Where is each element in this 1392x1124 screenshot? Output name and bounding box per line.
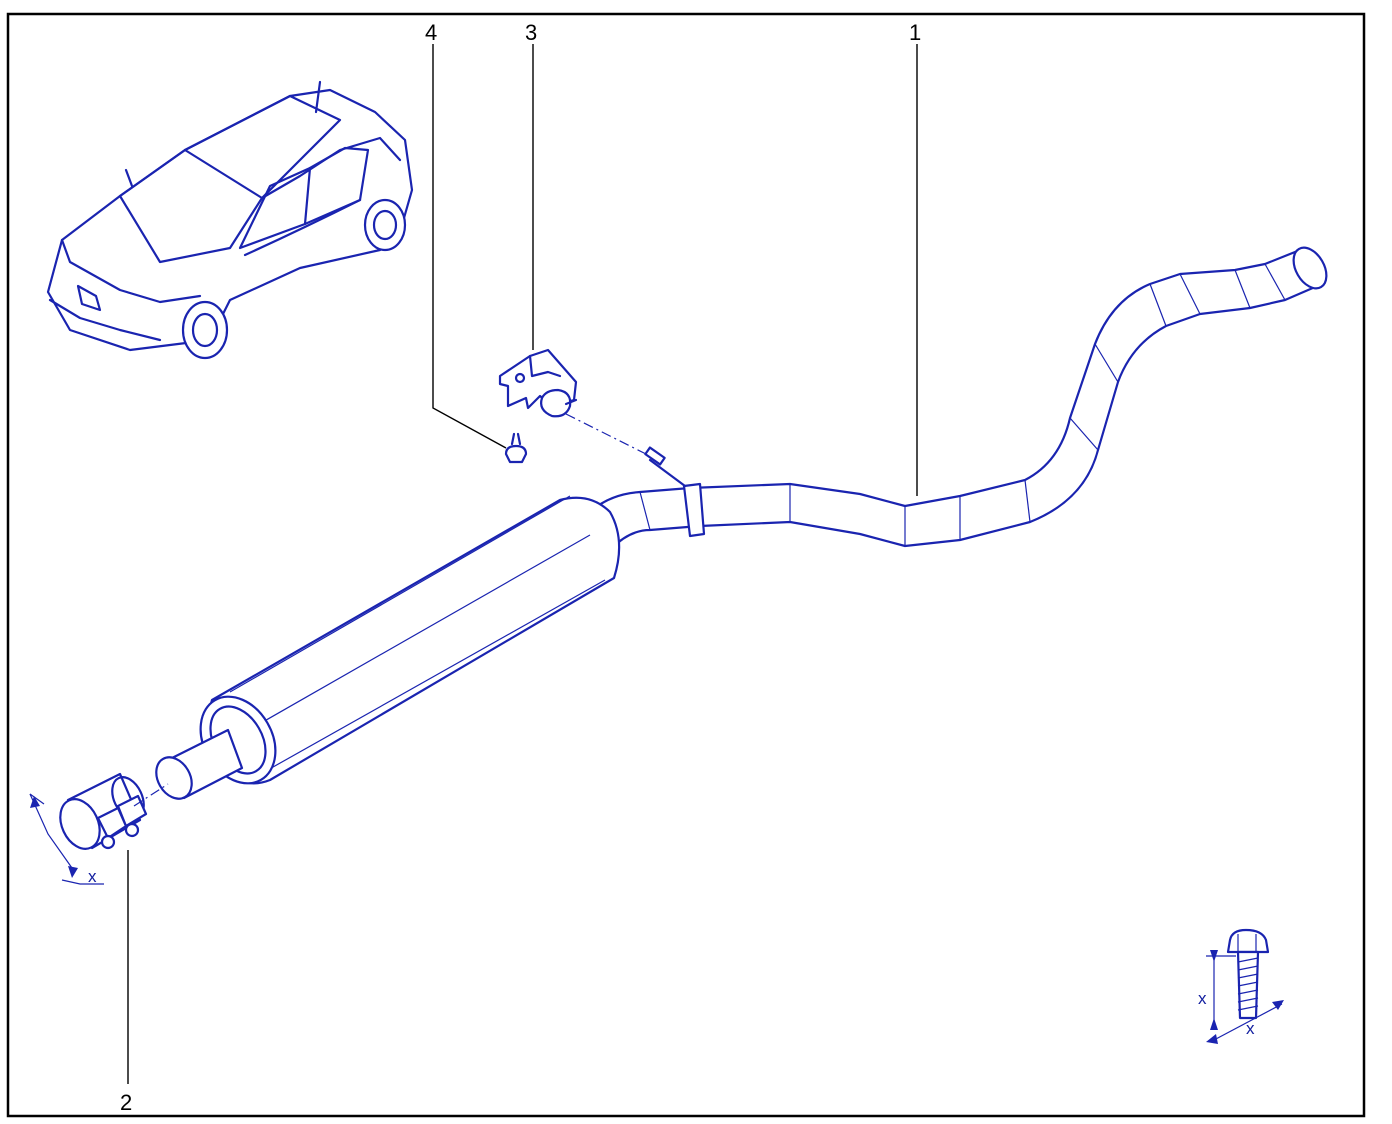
- callout-3: 3: [525, 20, 537, 45]
- callout-1: 1: [909, 20, 921, 45]
- bolt-fastener: [504, 432, 528, 464]
- exhaust-clamp: [59, 772, 148, 850]
- exhaust-mounting-bracket: [498, 348, 578, 418]
- callout-4: 4: [425, 20, 437, 45]
- vehicle-illustration: [46, 80, 414, 360]
- bolt-dimension-label-angle: x: [1246, 1019, 1255, 1038]
- leader-line-4: [432, 44, 507, 449]
- bolt-dimension-label-vertical: x: [1198, 989, 1207, 1008]
- assembly-axis-bracket: [565, 413, 651, 457]
- silencer-muffler: [155, 495, 621, 800]
- exhaust-tailpipe-assembly: [588, 246, 1328, 550]
- callout-2: 2: [120, 1090, 132, 1115]
- assembly-axis-clamp: [133, 783, 169, 807]
- diagram-border: [6, 12, 1366, 1118]
- clamp-dimension-label: x: [88, 867, 97, 886]
- bolt-detail-view: [1206, 928, 1284, 1044]
- clamp-dimension-indicator: [29, 793, 104, 885]
